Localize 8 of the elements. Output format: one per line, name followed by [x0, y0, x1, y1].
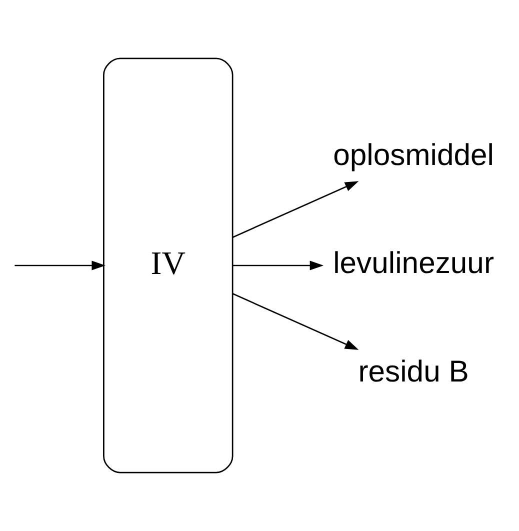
- node-text: residu B: [358, 355, 469, 388]
- arrow: [14, 260, 106, 270]
- node-text: levulinezuur: [333, 247, 494, 280]
- arrow: [232, 293, 359, 350]
- node-text: oplosmiddel: [333, 138, 494, 172]
- node-box: IV: [103, 58, 234, 474]
- arrow: [232, 260, 324, 270]
- arrow: [232, 181, 359, 238]
